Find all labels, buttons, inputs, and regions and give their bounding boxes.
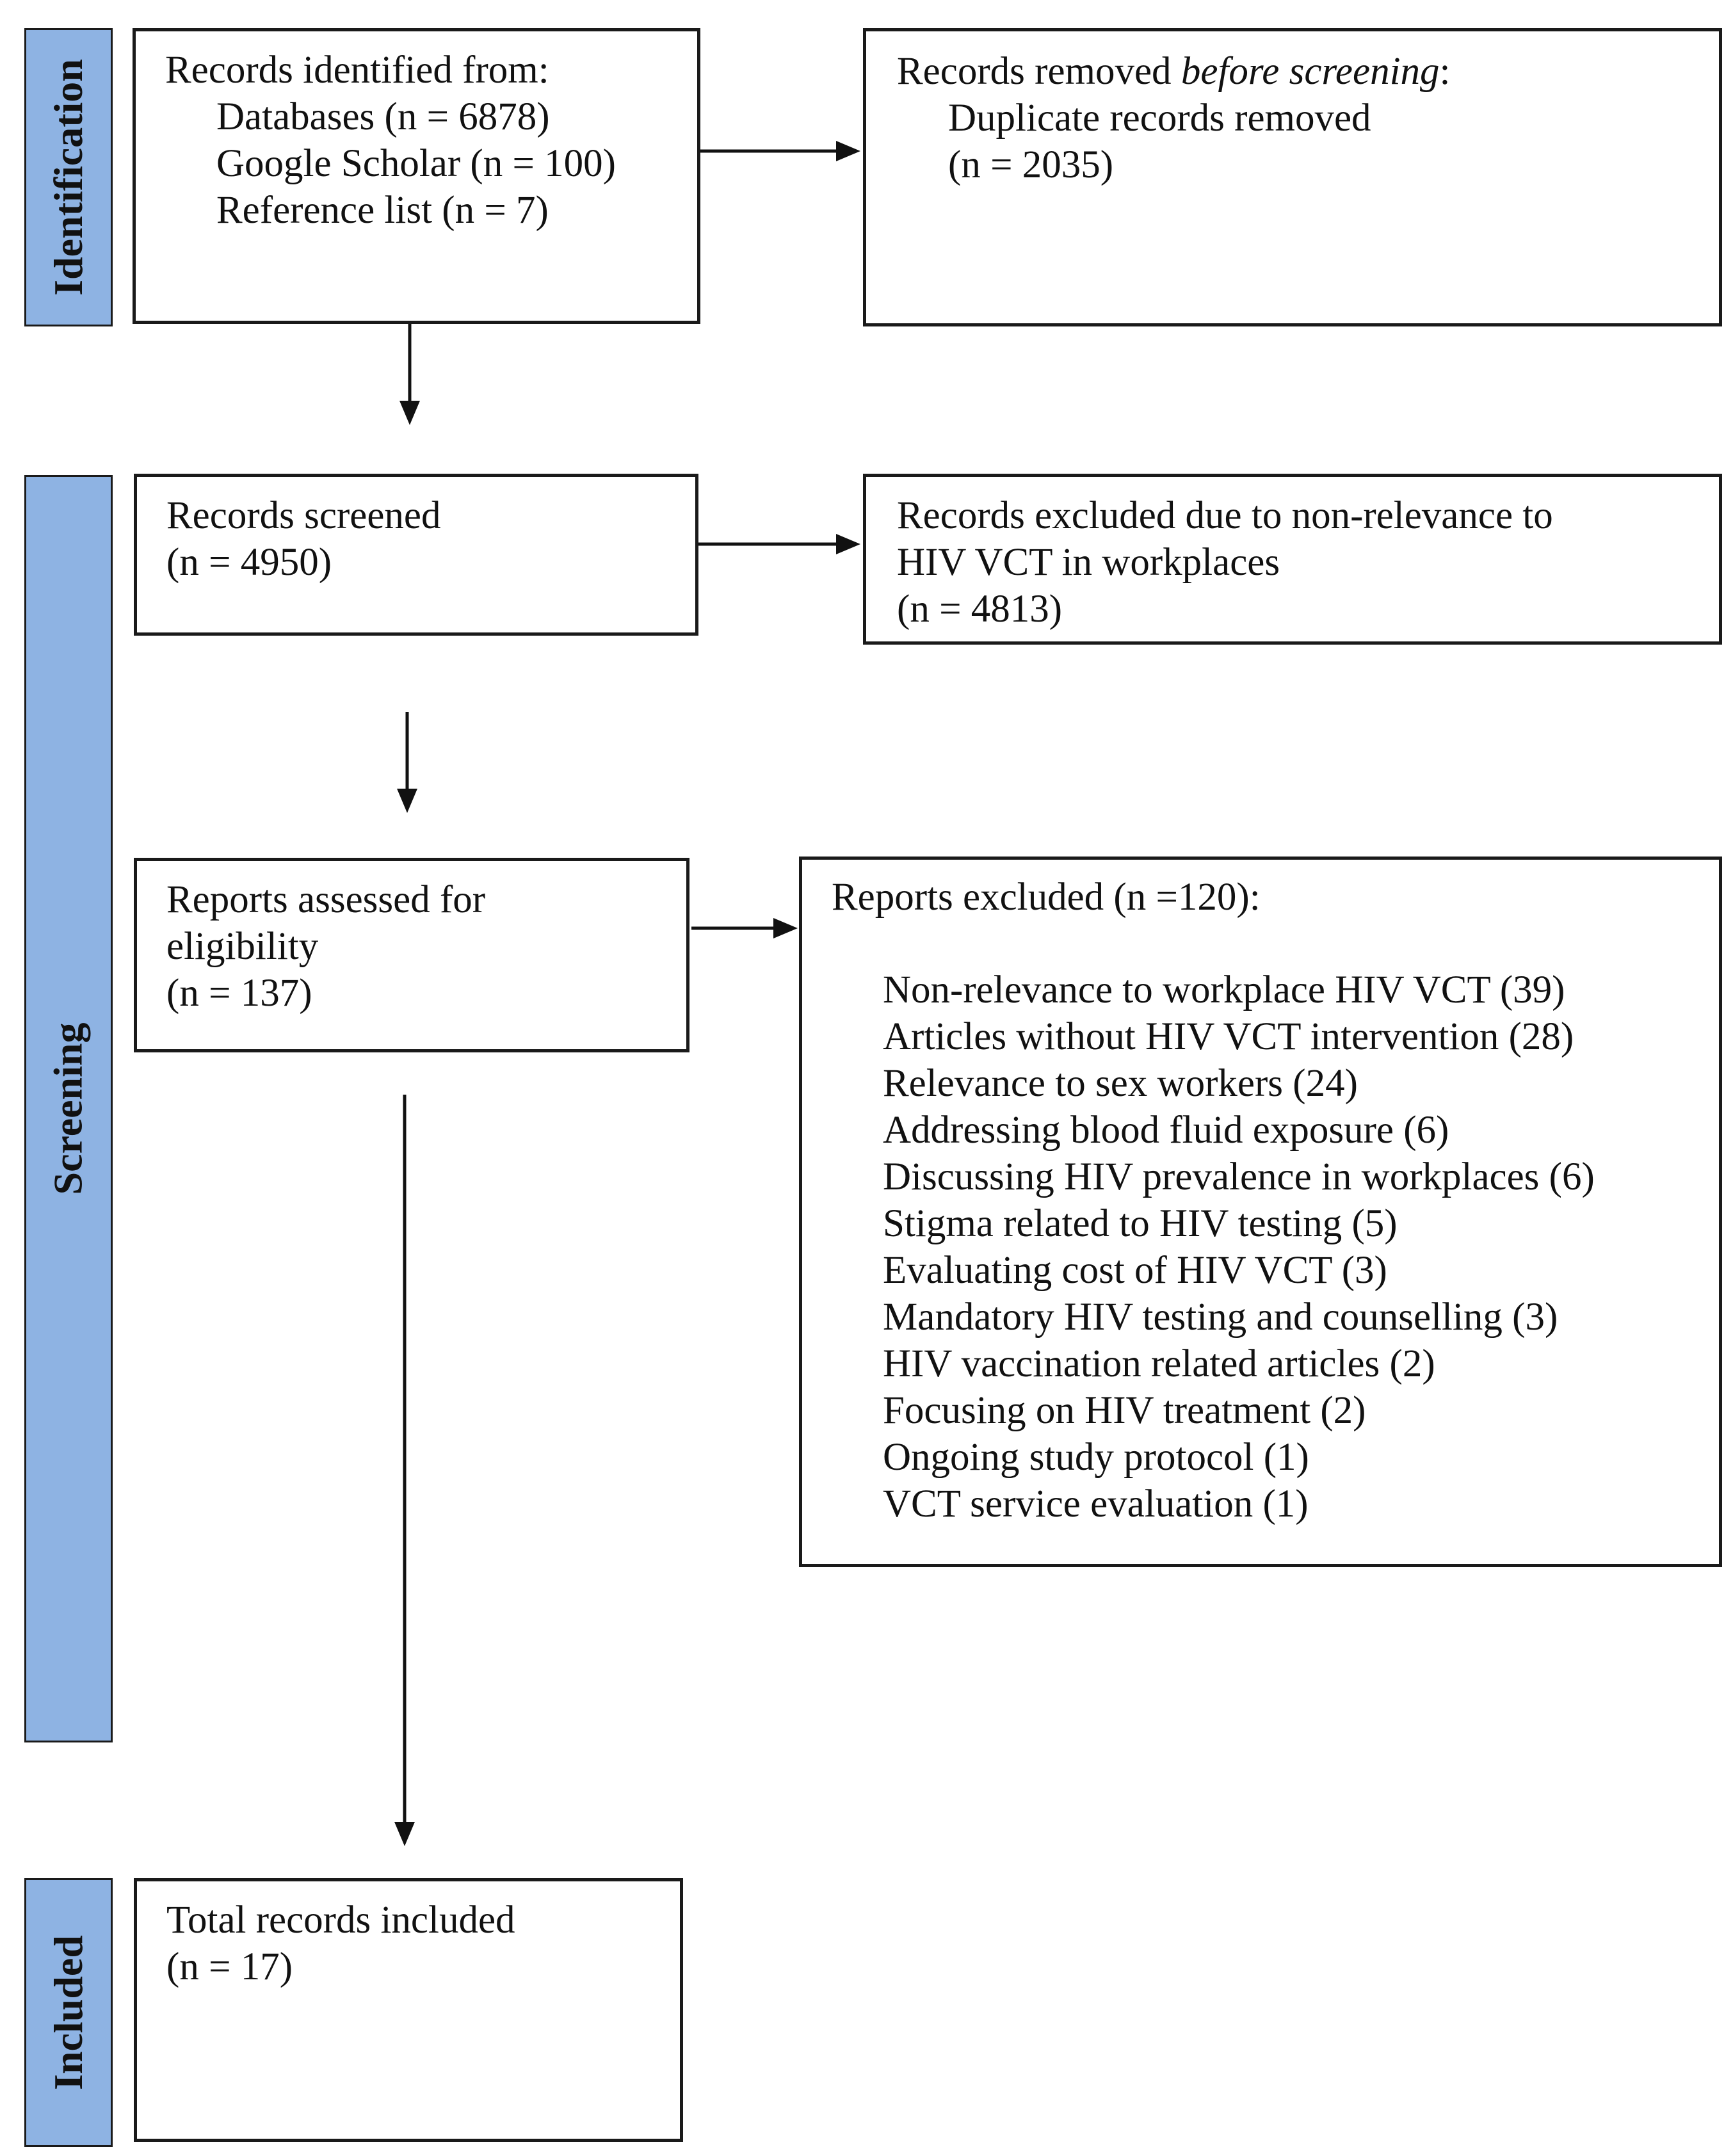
- reports-assessed-line-1: Reports assessed for: [166, 878, 486, 921]
- records-removed-heading-prefix: Records removed: [897, 50, 1181, 93]
- exclusion-reason: Stigma related to HIV testing (5): [883, 1202, 1398, 1245]
- reports-assessed-count: (n = 137): [166, 972, 312, 1015]
- exclusion-reason: Addressing blood fluid exposure (6): [883, 1109, 1449, 1152]
- records-excluded-line-1: Records excluded due to non-relevance to: [897, 494, 1553, 537]
- total-included-count: (n = 17): [166, 1945, 293, 1988]
- total-included-box: Total records included (n = 17): [134, 1878, 683, 2142]
- source-google-scholar: Google Scholar (n = 100): [216, 142, 616, 185]
- records-removed-heading: Records removed before screening:: [897, 48, 1719, 95]
- reports-assessed-line-2: eligibility: [166, 925, 319, 968]
- duplicates-label: Duplicate records removed: [948, 97, 1371, 140]
- arrowhead: [836, 141, 860, 161]
- phase-identification: Identification: [24, 28, 113, 326]
- exclusion-reason: Discussing HIV prevalence in workplaces …: [883, 1155, 1595, 1198]
- reports-assessed-box: Reports assessed for eligibility (n = 13…: [134, 858, 689, 1052]
- records-excluded-box: Records excluded due to non-relevance to…: [863, 474, 1722, 645]
- arrowhead: [397, 789, 417, 813]
- exclusion-reason: HIV vaccination related articles (2): [883, 1342, 1435, 1385]
- exclusion-reason: Evaluating cost of HIV VCT (3): [883, 1249, 1387, 1292]
- arrowhead: [773, 918, 798, 938]
- exclusion-reason: Focusing on HIV treatment (2): [883, 1389, 1366, 1432]
- reports-excluded-heading: Reports excluded (n =120):: [832, 876, 1261, 919]
- exclusion-reason: Articles without HIV VCT intervention (2…: [883, 1015, 1574, 1058]
- exclusion-reason: Ongoing study protocol (1): [883, 1436, 1309, 1479]
- duplicates-count: (n = 2035): [948, 143, 1114, 186]
- records-removed-box: Records removed before screening: Duplic…: [863, 28, 1722, 326]
- records-screened-count: (n = 4950): [166, 541, 332, 584]
- records-screened-label: Records screened: [166, 494, 441, 537]
- total-included-label: Total records included: [166, 1899, 515, 1942]
- arrowhead: [399, 401, 420, 425]
- arrowhead: [394, 1822, 415, 1846]
- records-identified-heading: Records identified from:: [165, 49, 549, 92]
- source-databases: Databases (n = 6878): [216, 95, 550, 138]
- exclusion-reason: VCT service evaluation (1): [883, 1483, 1309, 1525]
- exclusion-reason: Mandatory HIV testing and counselling (3…: [883, 1296, 1558, 1339]
- source-reference-list: Reference list (n = 7): [216, 189, 549, 232]
- records-removed-heading-emph: before screening: [1181, 50, 1440, 93]
- exclusion-reason: Relevance to sex workers (24): [883, 1062, 1358, 1105]
- records-excluded-line-2: HIV VCT in workplaces: [897, 541, 1280, 584]
- records-identified-box: Records identified from: Databases (n = …: [133, 28, 700, 324]
- phase-screening: Screening: [24, 475, 113, 1742]
- exclusion-reason: Non-relevance to workplace HIV VCT (39): [883, 969, 1565, 1011]
- records-removed-heading-suffix: :: [1439, 50, 1451, 93]
- reports-excluded-box: Reports excluded (n =120): Non-relevance…: [799, 857, 1722, 1567]
- records-screened-box: Records screened (n = 4950): [134, 474, 698, 636]
- phase-included: Included: [24, 1878, 113, 2147]
- records-excluded-count: (n = 4813): [897, 588, 1063, 631]
- arrowhead: [836, 534, 860, 554]
